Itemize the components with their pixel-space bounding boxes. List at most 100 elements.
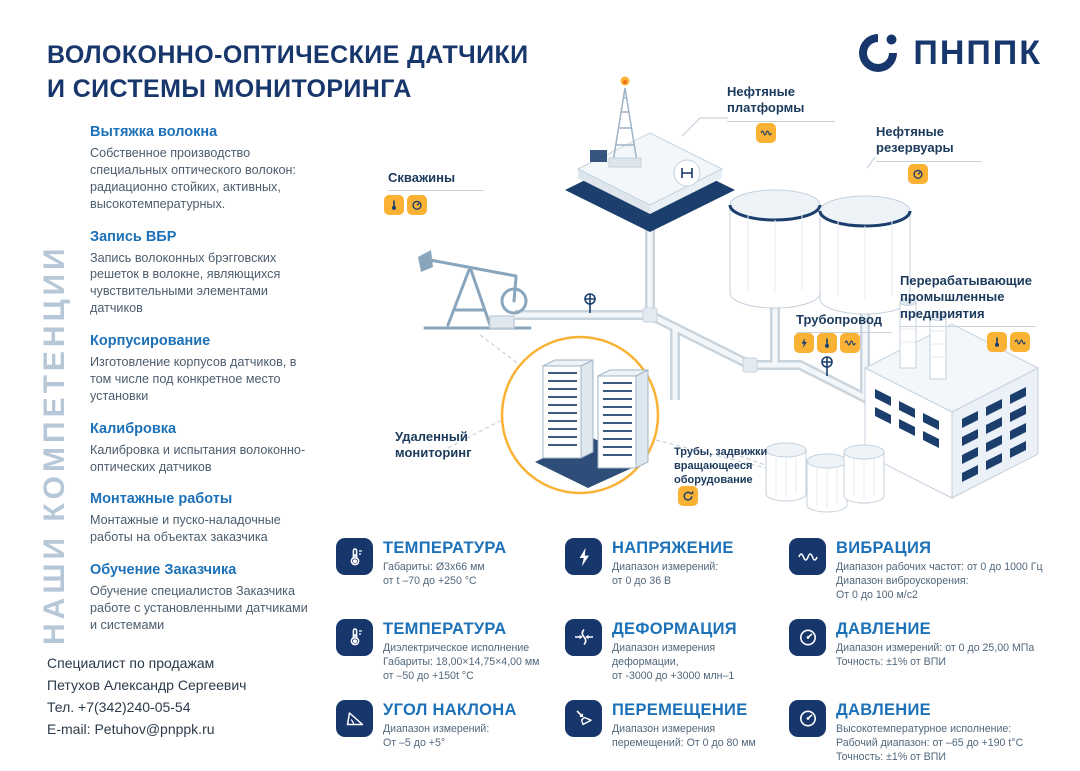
vibration-icon <box>789 538 826 575</box>
label-remote-monitoring: Удаленный мониторинг <box>395 429 472 461</box>
label-pipeline: Трубопровод <box>796 312 892 334</box>
competency-item: Корпусирование Изготовление корпусов дат… <box>90 333 318 405</box>
small-storage-tanks-illustration <box>765 442 885 513</box>
pressure-icon <box>789 699 826 737</box>
sensor-name: ВИБРАЦИЯ <box>836 539 932 557</box>
chimney <box>899 298 917 369</box>
derrick <box>612 87 638 163</box>
competency-text: Изготовление корпусов датчиков, в том чи… <box>90 355 297 403</box>
sensor-pressure-high-temp: ДАВЛЕНИЕ Высокотемпературное исполнение:… <box>789 699 1080 765</box>
pnppk-swirl-icon <box>855 30 901 76</box>
competency-title: Калибровка <box>90 420 177 437</box>
valve <box>584 293 596 313</box>
deformation-icon <box>565 618 602 656</box>
factory-windows-right <box>962 387 1026 482</box>
sensor-vibration: ВИБРАЦИЯ Диапазон рабочих частот: от 0 д… <box>789 538 1080 603</box>
vibration-icon <box>756 123 776 143</box>
helipad <box>673 159 701 187</box>
infrastructure-illustration <box>418 76 1040 513</box>
competency-text: Запись волоконных брэгговских решеток в … <box>90 250 281 316</box>
monitoring-circle <box>500 335 660 495</box>
contact-name: Петухов Александр Сергеевич <box>47 677 247 693</box>
contact-role: Специалист по продажам <box>47 655 215 671</box>
competency-title: Вытяжка волокна <box>90 124 218 140</box>
pressure-icon <box>789 618 826 656</box>
competency-text: Монтажные и пуско-наладочные работы на о… <box>90 513 281 545</box>
contact-block: Специалист по продажам Петухов Александр… <box>47 653 246 741</box>
competency-title: Запись ВБР <box>90 228 177 245</box>
temperature-icon <box>336 618 373 656</box>
connector-lines <box>447 117 876 469</box>
sensor-tilt-angle: УГОЛ НАКЛОНА Диапазон измерений: От –5 д… <box>336 699 565 765</box>
page-title-line1: ВОЛОКОННО-ОПТИЧЕСКИЕ ДАТЧИКИ <box>47 41 529 69</box>
sensor-temperature: ТЕМПЕРАТУРА Габариты: Ø3х66 мм от t –70 … <box>336 538 565 603</box>
sensor-name: УГОЛ НАКЛОНА <box>383 700 517 719</box>
sensor-name: ТЕМПЕРАТУРА <box>383 619 507 638</box>
competency-title: Корпусирование <box>90 333 211 349</box>
sensor-name: НАПРЯЖЕНИЕ <box>612 539 734 557</box>
sensor-name: ДАВЛЕНИЕ <box>836 700 931 719</box>
gauge-icon <box>407 195 427 215</box>
competency-item: Обучение Заказчика Обучение специалистов… <box>90 562 318 634</box>
label-oil-reservoirs: Нефтяные резервуары <box>876 124 982 162</box>
competency-text: Обучение специалистов Заказчика работе с… <box>90 584 308 632</box>
company-logo: ПНППК <box>855 30 1042 76</box>
sensor-deformation: ДЕФОРМАЦИЯ Диапазон измерения деформации… <box>565 618 789 684</box>
sensors-grid: ТЕМПЕРАТУРА Габариты: Ø3х66 мм от t –70 … <box>336 538 1080 765</box>
contact-email: E-mail: Petuhov@pnppk.ru <box>47 721 215 737</box>
competency-item: Монтажные работы Монтажные и пуско-налад… <box>90 491 318 546</box>
gauge-icon <box>908 164 928 184</box>
voltage-icon <box>565 538 602 575</box>
label-oil-platforms: Нефтяные платформы <box>727 84 835 122</box>
sensor-temperature-dielectric: ТЕМПЕРАТУРА Диэлектрическое исполнение Г… <box>336 618 565 684</box>
oil-reservoirs-illustration <box>728 189 912 315</box>
displacement-icon <box>565 699 602 737</box>
chimney <box>929 313 947 380</box>
contact-phone: Тел. +7(342)240-05-54 <box>47 699 191 715</box>
factory-windows-left <box>875 389 939 448</box>
competency-item: Вытяжка волокна Собственное производство… <box>90 124 318 213</box>
sensor-name: ДАВЛЕНИЕ <box>836 619 931 638</box>
label-pipes-valves-equipment: Трубы, задвижки вращающееся оборудование <box>674 446 768 486</box>
sensor-details: Диапазон измерений: от 0 до 25,00 МПа То… <box>836 641 1035 668</box>
vertical-section-title: НАШИ КОМПЕТЕНЦИИ <box>38 244 71 645</box>
competency-item: Запись ВБР Запись волоконных брэгговских… <box>90 229 318 318</box>
oil-platform-illustration <box>565 76 735 232</box>
sensor-name: ТЕМПЕРАТУРА <box>383 539 507 557</box>
valve <box>821 356 833 376</box>
vibration-icon <box>840 333 860 353</box>
competency-item: Калибровка Калибровка и испытания волоко… <box>90 421 318 476</box>
thermometer-icon <box>987 332 1007 352</box>
label-processing-plants: Перерабатывающие промышленные предприяти… <box>900 273 1036 327</box>
sensor-name: ПЕРЕМЕЩЕНИЕ <box>612 700 748 719</box>
sensor-pressure: ДАВЛЕНИЕ Диапазон измерений: от 0 до 25,… <box>789 618 1080 684</box>
competency-text: Калибровка и испытания волоконно-оптичес… <box>90 442 306 474</box>
page-title: ВОЛОКОННО-ОПТИЧЕСКИЕ ДАТЧИКИ И СИСТЕМЫ М… <box>47 38 528 106</box>
competency-text: Собственное производство специальных опт… <box>90 146 296 211</box>
label-wells: Скважины <box>388 170 484 192</box>
competency-title: Обучение Заказчика <box>90 562 237 579</box>
thermometer-icon <box>817 333 837 353</box>
sensor-name: ДЕФОРМАЦИЯ <box>612 619 737 638</box>
rotation-icon <box>678 486 698 506</box>
pump-jack-illustration <box>418 250 532 330</box>
sensor-details: Высокотемпературное исполнение: Рабочий … <box>836 722 1024 763</box>
company-logo-text: ПНППК <box>913 33 1042 72</box>
vibration-icon <box>1010 332 1030 352</box>
thermometer-icon <box>384 195 404 215</box>
competency-title: Монтажные работы <box>90 491 233 508</box>
sensor-displacement: ПЕРЕМЕЩЕНИЕ Диапазон измерения перемещен… <box>565 699 789 765</box>
sensor-details: Диапазон измерения перемещений: От 0 до … <box>612 722 756 749</box>
sensor-details: Габариты: Ø3х66 мм от t –70 до +250 °С <box>383 561 485 587</box>
page-title-line2: И СИСТЕМЫ МОНИТОРИНГА <box>47 75 412 103</box>
sensor-details: Диапазон измерения деформации, от -3000 … <box>612 641 735 682</box>
lightning-icon <box>794 333 814 353</box>
sensor-voltage: НАПРЯЖЕНИЕ Диапазон измерений: от 0 до 3… <box>565 538 789 603</box>
pipeline-illustration <box>515 220 878 408</box>
angle-icon <box>336 699 373 737</box>
competencies-list: Вытяжка волокна Собственное производство… <box>90 124 318 650</box>
sensor-details: Диапазон рабочих частот: от 0 до 1000 Гц… <box>836 561 1043 601</box>
sensor-details: Диапазон измерений: От –5 до +5° <box>383 722 490 749</box>
server-racks-illustration <box>500 335 660 495</box>
